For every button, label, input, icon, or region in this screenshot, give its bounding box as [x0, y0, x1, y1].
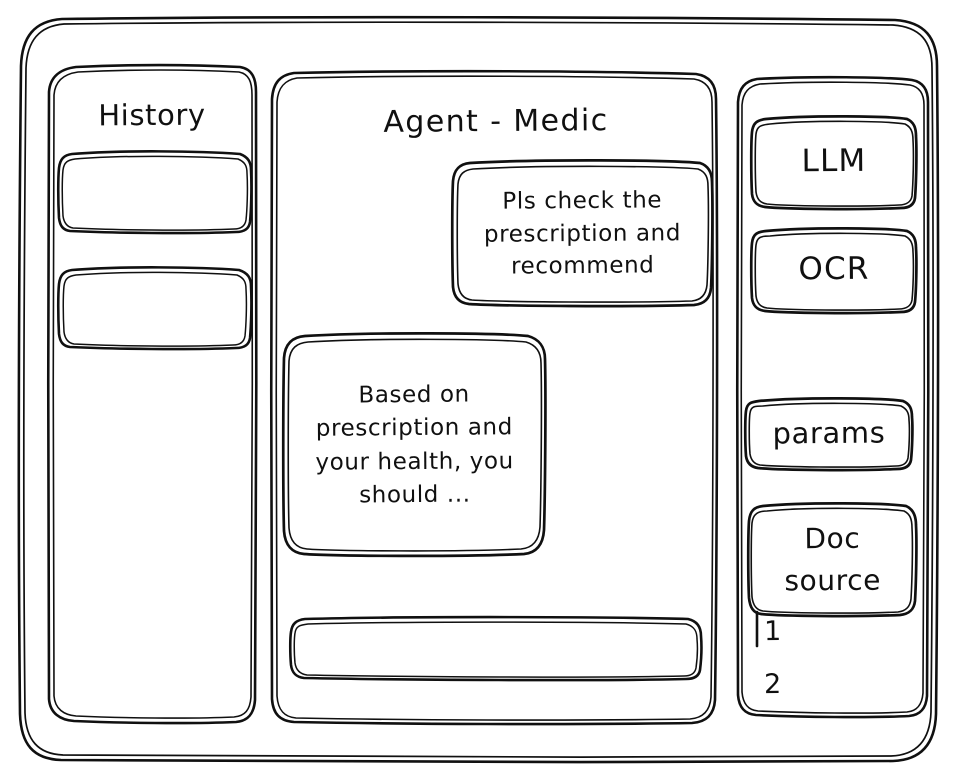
agent-title-label: Agent - Medic	[383, 102, 609, 140]
tool-button-params[interactable]: params	[746, 399, 912, 469]
tool-button-label: OCR	[798, 250, 870, 288]
tool-button-label: params	[772, 415, 886, 451]
page-title: Agent - Medic	[290, 98, 702, 146]
history-title: History	[48, 93, 256, 139]
message-input[interactable]	[291, 617, 701, 678]
doc-source-list-item[interactable]: 2	[753, 665, 793, 705]
tool-button-label: LLM	[801, 142, 867, 179]
history-list-item[interactable]	[59, 267, 251, 347]
tool-button-llm[interactable]: LLM	[752, 117, 916, 206]
history-list-item[interactable]	[59, 151, 251, 231]
user-message-bubble: Pls check the prescription and recommend	[453, 161, 712, 306]
doc-source-item-label: 1	[763, 615, 783, 647]
doc-source-list-item[interactable]: 1	[753, 614, 793, 650]
tool-button-ocr[interactable]: OCR	[752, 229, 916, 311]
doc-source-item-label: 2	[763, 668, 783, 700]
assistant-message-text: Based on prescription and your health, y…	[315, 381, 514, 509]
history-title-label: History	[98, 98, 206, 133]
tool-button-doc-source[interactable]: Doc source	[749, 504, 916, 616]
assistant-message-bubble: Based on prescription and your health, y…	[283, 334, 546, 557]
message-input-value	[291, 646, 701, 649]
history-item-label	[59, 306, 251, 308]
history-item-label	[59, 190, 251, 192]
tool-button-label: Doc source	[784, 521, 882, 598]
user-message-text: Pls check the prescription and recommend	[483, 186, 682, 280]
